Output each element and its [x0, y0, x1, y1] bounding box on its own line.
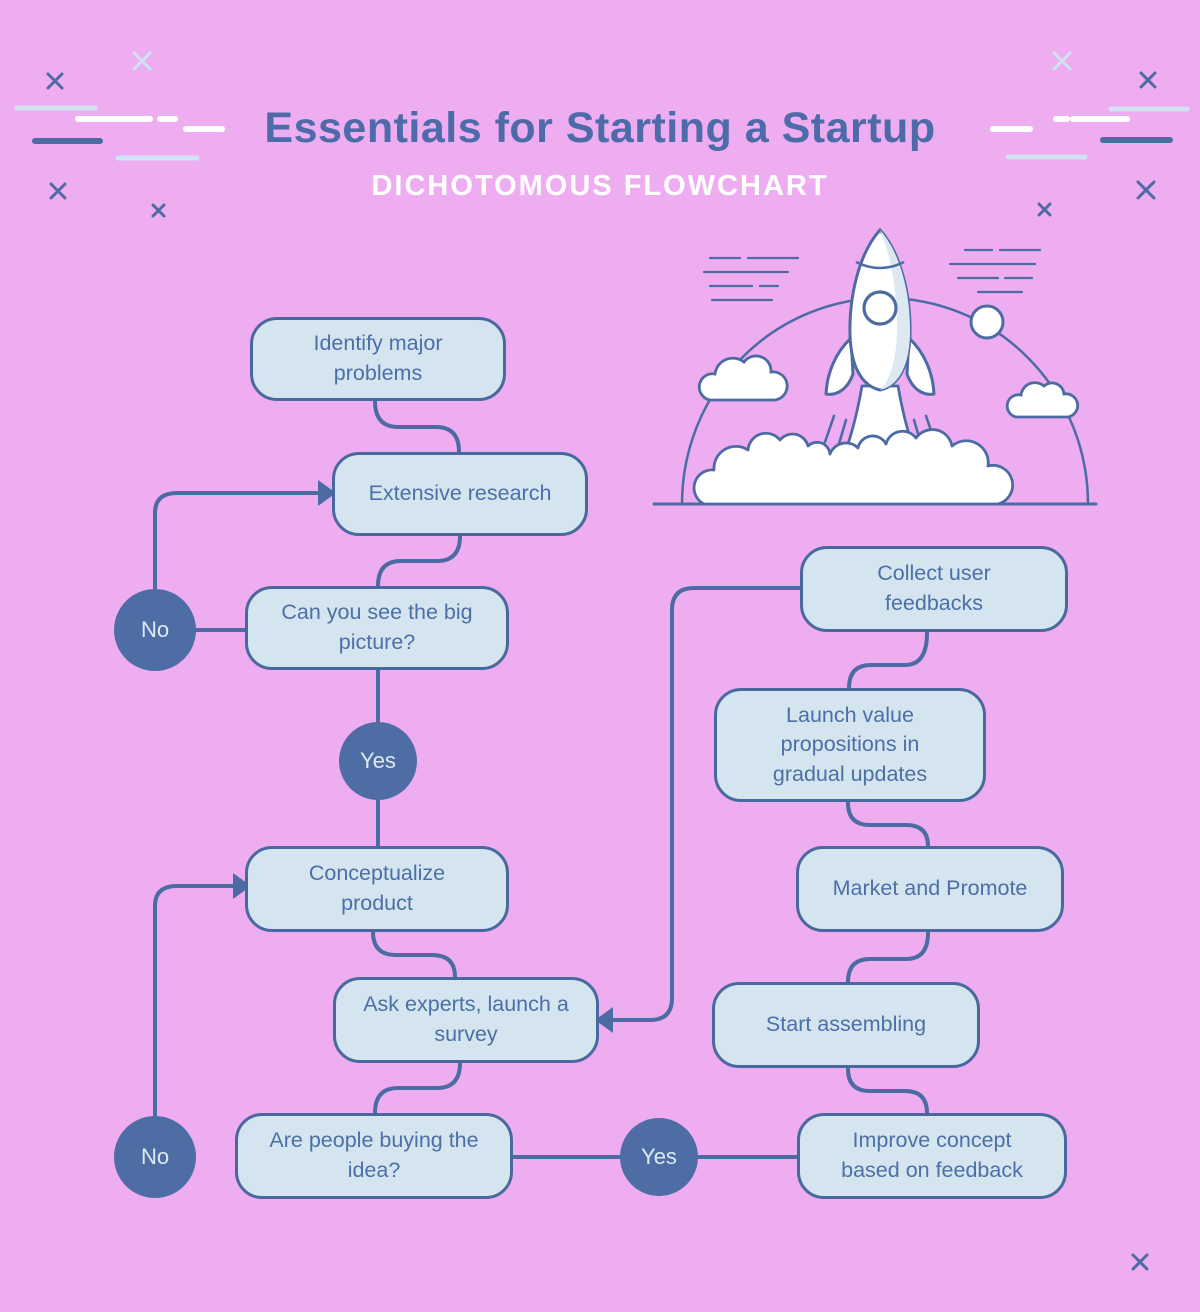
edge-assembling-to-market: [846, 931, 930, 984]
node-label: Market and Promote: [832, 876, 1028, 901]
decor-sparkles: [46, 51, 1157, 1271]
node-market-and-promote: Market and Promote: [796, 846, 1064, 932]
flowchart-connectors: [153, 399, 930, 1159]
node-label: Improve concept based on feedback: [841, 1128, 1023, 1182]
edge-conceptualize-to-askexperts: [371, 930, 457, 979]
edge-research-to-bigpicture: [376, 534, 462, 588]
edge-askexperts-to-arepeople: [373, 1061, 462, 1115]
edge-no-to-conceptualize: [153, 884, 235, 1117]
edge-launch-to-collect: [847, 631, 929, 690]
rocket-icon: [824, 227, 936, 396]
decision-no-people-buying: No: [114, 1116, 196, 1198]
edge-collect-to-askexperts: [611, 586, 802, 1022]
decor-dashes-right: [990, 106, 1190, 160]
node-launch-value-propositions: Launch value propositions in gradual upd…: [714, 688, 986, 802]
node-conceptualize-product: Conceptualize product: [245, 846, 509, 932]
decision-label: No: [140, 617, 170, 642]
edge-no-to-research: [153, 491, 320, 590]
smoke-clouds: [692, 428, 1015, 506]
rocket-illustration: [652, 227, 1098, 506]
decision-yes-big-picture: Yes: [339, 722, 417, 800]
node-label: Identify major problems: [313, 331, 443, 385]
page-subtitle: DICHOTOMOUS FLOWCHART: [371, 170, 829, 202]
decor-dashes-left: [14, 105, 225, 161]
node-identify-major-problems: Identify major problems: [250, 317, 506, 401]
node-ask-experts: Ask experts, launch a survey: [333, 977, 599, 1063]
node-improve-concept: Improve concept based on feedback: [797, 1113, 1067, 1199]
node-label: Start assembling: [765, 1012, 927, 1037]
moon-icon: [969, 304, 1005, 340]
node-big-picture: Can you see the big picture?: [245, 586, 509, 670]
decision-yes-people-buying: Yes: [620, 1118, 698, 1196]
decision-no-big-picture: No: [114, 589, 196, 671]
node-label: Collect user feedbacks: [877, 561, 991, 615]
cloud-right-icon: [1005, 381, 1080, 419]
edge-identify-to-research: [373, 399, 461, 454]
decision-label: Yes: [641, 1144, 677, 1169]
edge-market-to-launch: [846, 801, 930, 848]
node-label: Ask experts, launch a survey: [363, 992, 569, 1046]
decision-label: Yes: [360, 748, 396, 773]
arrowhead-into-research: [318, 480, 336, 506]
decision-label: No: [140, 1144, 170, 1169]
node-label: Extensive research: [368, 481, 552, 506]
node-label: Are people buying the idea?: [269, 1128, 479, 1182]
node-extensive-research: Extensive research: [332, 452, 588, 536]
rocket-speed-dashes: [702, 248, 1042, 302]
page-title: Essentials for Starting a Startup: [264, 104, 936, 152]
node-label: Conceptualize product: [308, 861, 446, 915]
node-start-assembling: Start assembling: [712, 982, 980, 1068]
node-are-people-buying: Are people buying the idea?: [235, 1113, 513, 1199]
edge-improve-to-assembling: [846, 1067, 929, 1115]
node-label: Launch value propositions in gradual upd…: [772, 702, 928, 786]
arrowhead-into-askexperts: [595, 1007, 613, 1033]
node-collect-user-feedbacks: Collect user feedbacks: [800, 546, 1068, 632]
arrowheads: [233, 480, 613, 1033]
arrowhead-into-conceptualize: [233, 873, 251, 899]
cloud-left-icon: [697, 354, 789, 402]
node-label: Can you see the big picture?: [281, 600, 473, 654]
